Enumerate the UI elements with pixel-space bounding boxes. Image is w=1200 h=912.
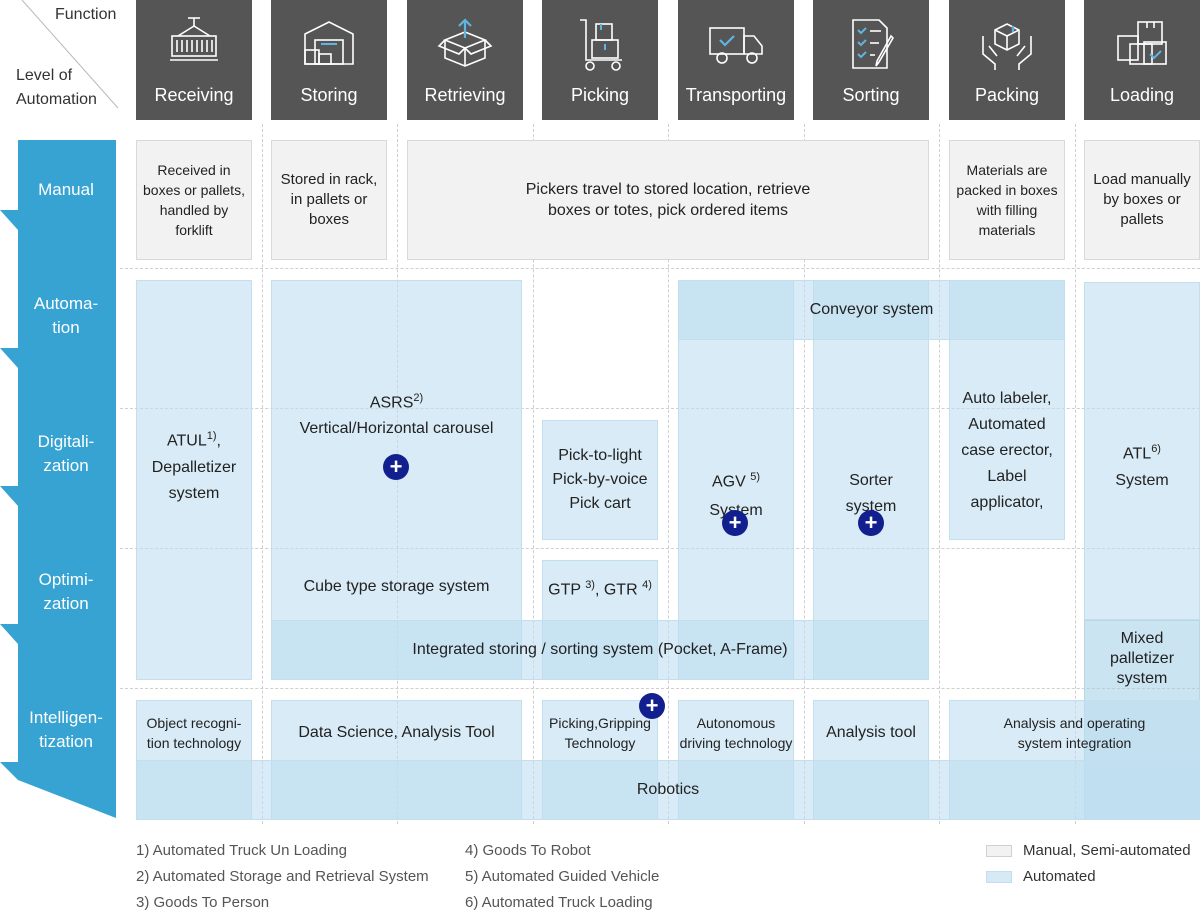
footnote-2: 2) Automated Storage and Retrieval Syste…	[136, 868, 429, 885]
cube-storage-label: Cube type storage system	[303, 578, 490, 595]
grid-line	[668, 124, 669, 824]
stacked-boxes-icon	[1117, 21, 1167, 65]
level-automation: Automa-tion	[33, 294, 99, 337]
agv-system: AGV 5)System	[678, 280, 794, 680]
level-intelligentization: Intelligen-tization	[29, 708, 103, 751]
container-crane-icon	[170, 17, 218, 61]
manual-picking: Pickers travel to stored location, retri…	[407, 140, 929, 260]
grid-line	[1075, 124, 1076, 824]
level-column	[0, 140, 116, 818]
box-retrieve-icon	[437, 18, 493, 67]
level-digitalization: Digitali-zation	[37, 432, 95, 475]
hands-box-icon	[982, 23, 1032, 70]
delivery-truck-icon	[709, 27, 763, 64]
grid-line	[804, 124, 805, 824]
grid-line	[939, 124, 940, 824]
grid-line	[262, 124, 263, 824]
plus-icon[interactable]: +	[639, 693, 665, 719]
conveyor-system: Conveyor system	[678, 280, 1065, 340]
function-receiving: Receiving	[136, 0, 252, 120]
footnote-4: 4) Goods To Robot	[465, 842, 591, 859]
function-sorting: Sorting	[813, 0, 929, 120]
grid-line	[120, 548, 1200, 549]
legend-automated-label: Automated	[1023, 868, 1096, 885]
plus-icon[interactable]: +	[383, 454, 409, 480]
legend-manual-label: Manual, Semi-automated	[1023, 842, 1191, 859]
function-axis-label: Function	[55, 6, 117, 23]
integrated-storing-sorting: Integrated storing / sorting system (Poc…	[271, 620, 929, 680]
grid-line	[120, 408, 1200, 409]
function-loading: Loading	[1084, 0, 1200, 120]
level-manual: Manual	[38, 180, 94, 199]
function-picking: Picking	[542, 0, 658, 120]
function-retrieving: Retrieving	[407, 0, 523, 120]
function-packing: Packing	[949, 0, 1065, 120]
grid-line	[120, 688, 1200, 689]
grid-line	[120, 268, 1200, 269]
legend-automated-swatch	[986, 871, 1012, 883]
level-optimization: Optimi-zation	[38, 570, 94, 613]
plus-icon[interactable]: +	[858, 510, 884, 536]
function-storing: Storing	[271, 0, 387, 120]
hand-truck-icon	[580, 19, 622, 71]
grid-line	[533, 124, 534, 824]
plus-icon[interactable]: +	[722, 510, 748, 536]
footnote-3: 3) Goods To Person	[136, 894, 270, 911]
footnote-6: 6) Automated Truck Loading	[465, 894, 653, 911]
corner-diagonal	[21, 0, 119, 109]
atl-system: ATL6)System	[1084, 282, 1200, 620]
footnote-5: 5) Automated Guided Vehicle	[465, 868, 660, 885]
function-transporting: Transporting	[678, 0, 794, 120]
warehouse-icon	[304, 21, 354, 65]
checklist-icon	[852, 19, 895, 69]
asrs-system: ASRS2) Vertical/Horizontal carousel	[271, 280, 522, 680]
robotics: Robotics	[136, 760, 1200, 820]
level-axis-label: Level of Automation	[16, 67, 97, 108]
legend-manual-swatch	[986, 845, 1012, 857]
footnote-1: 1) Automated Truck Un Loading	[136, 842, 347, 859]
